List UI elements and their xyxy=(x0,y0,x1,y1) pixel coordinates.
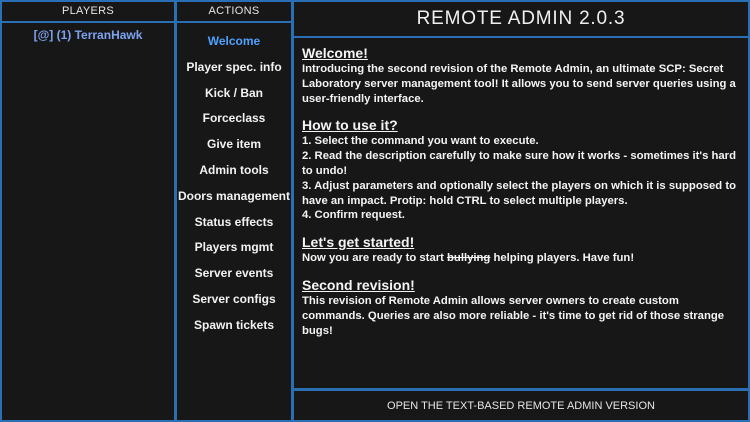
second-revision-text: This revision of Remote Admin allows ser… xyxy=(302,294,725,337)
how-to-step: 4. Confirm request. xyxy=(302,209,405,222)
action-server-events[interactable]: Server events xyxy=(194,266,274,281)
players-header: PLAYERS xyxy=(2,2,174,23)
page-title: REMOTE ADMIN 2.0.3 xyxy=(294,2,748,38)
how-to-step: 2. Read the description carefully to mak… xyxy=(302,150,736,177)
second-revision-heading: Second revision! xyxy=(302,276,415,293)
main-panel: REMOTE ADMIN 2.0.3 Welcome! Introducing … xyxy=(292,0,750,390)
action-list: Welcome Player spec. info Kick / Ban For… xyxy=(177,23,291,339)
open-text-based-version-button[interactable]: OPEN THE TEXT-BASED REMOTE ADMIN VERSION xyxy=(292,389,750,422)
action-players-mgmt[interactable]: Players mgmt xyxy=(194,240,274,255)
get-started-heading: Let's get started! xyxy=(302,234,415,251)
get-started-text-before: Now you are ready to start xyxy=(302,252,448,265)
get-started-text: Now you are ready to start bullying help… xyxy=(302,251,742,266)
get-started-text-after: helping players. Have fun! xyxy=(490,252,635,265)
welcome-content: Welcome! Introducing the second revision… xyxy=(302,44,742,338)
how-to-heading: How to use it? xyxy=(302,117,398,134)
action-admin-tools[interactable]: Admin tools xyxy=(199,162,269,177)
how-to-step: 1. Select the command you want to execut… xyxy=(302,135,539,148)
action-status-effects[interactable]: Status effects xyxy=(194,214,274,229)
action-doors-management[interactable]: Doors management xyxy=(177,188,291,203)
welcome-text: Introducing the second revision of the R… xyxy=(302,63,736,105)
how-to-step: 3. Adjust parameters and optionally sele… xyxy=(302,179,736,207)
action-give-item[interactable]: Give item xyxy=(206,137,262,152)
struck-word: bullying xyxy=(447,252,491,265)
action-welcome[interactable]: Welcome xyxy=(207,34,261,48)
action-forceclass[interactable]: Forceclass xyxy=(202,111,266,126)
action-kick-ban[interactable]: Kick / Ban xyxy=(204,85,264,100)
action-spawn-tickets[interactable]: Spawn tickets xyxy=(193,317,275,332)
action-server-configs[interactable]: Server configs xyxy=(192,291,276,306)
action-player-spec-info[interactable]: Player spec. info xyxy=(186,59,282,74)
actions-panel: ACTIONS Welcome Player spec. info Kick /… xyxy=(175,0,293,422)
player-list-item[interactable]: [@] (1) TerranHawk xyxy=(33,28,143,42)
welcome-heading: Welcome! xyxy=(302,45,368,61)
actions-header: ACTIONS xyxy=(177,2,291,23)
players-panel: PLAYERS [@] (1) TerranHawk xyxy=(0,0,176,422)
